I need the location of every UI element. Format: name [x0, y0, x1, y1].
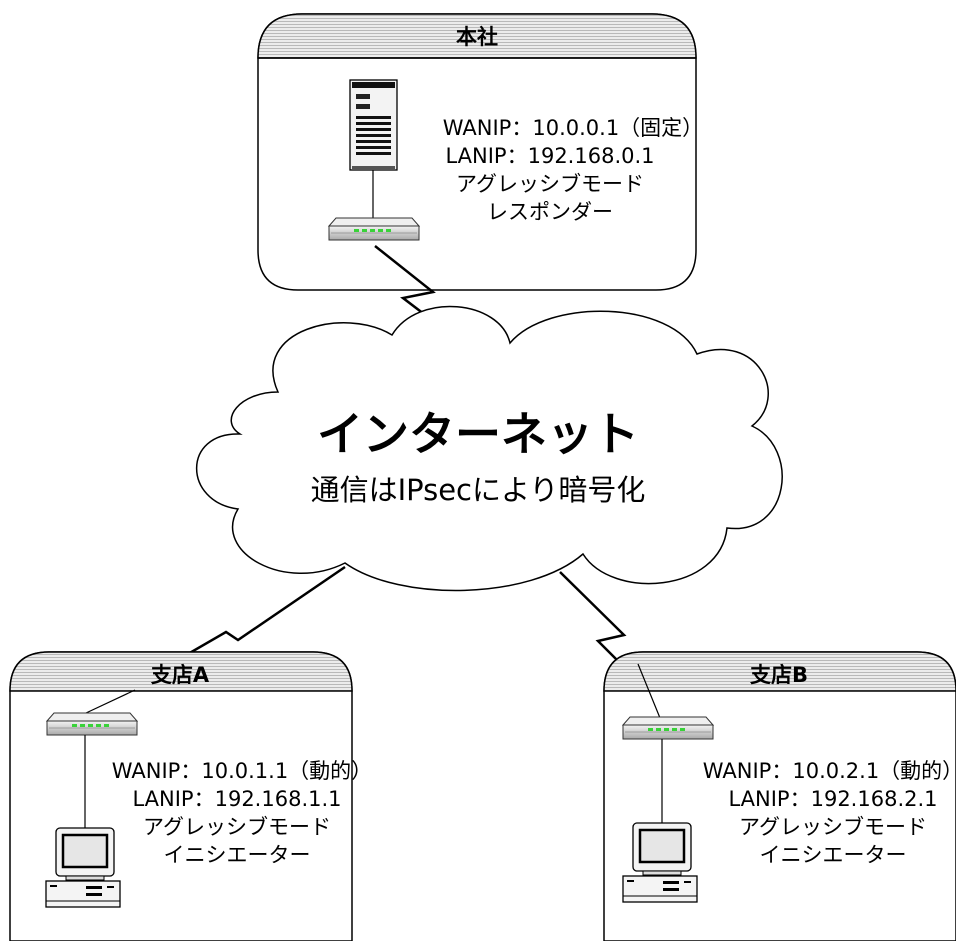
hq-wan-ip: WANIP：10.0.0.1（固定） — [443, 116, 703, 140]
branch-b-panel: 支店B WANIP：10.0.2.1（動的） LANIP：192.168.2. — [603, 651, 956, 941]
hq-title: 本社 — [456, 25, 498, 49]
hq-role: レスポンダー — [487, 200, 613, 224]
hq-panel: 本社 WANIP：10.0.0.1（ — [257, 13, 703, 291]
branch-b-wan-ip: WANIP：10.0.2.1（動的） — [703, 759, 956, 783]
branch-a-panel-header — [9, 651, 353, 692]
cloud-title: インターネット — [317, 407, 639, 461]
router-icon — [45, 712, 139, 736]
hq-mode: アグレッシブモード — [456, 172, 644, 196]
branch-a-wan-ip: WANIP：10.0.1.1（動的） — [112, 759, 372, 783]
branch-a-title: 支店A — [151, 663, 210, 687]
branch-b-panel-header — [603, 651, 956, 692]
cloud-shape: インターネット 通信はIPsecにより暗号化 — [195, 305, 783, 592]
server-icon — [349, 79, 398, 171]
branch-b-mode: アグレッシブモード — [739, 815, 927, 839]
branch-a-role: イニシエーター — [164, 843, 311, 867]
router-icon — [327, 217, 421, 241]
branch-b-role: イニシエーター — [760, 843, 907, 867]
hq-panel-header — [257, 13, 697, 59]
hq-lan-ip: LANIP：192.168.0.1 — [445, 144, 654, 168]
cloud-subtitle: 通信はIPsecにより暗号化 — [311, 473, 646, 507]
branch-b-lan-ip: LANIP：192.168.2.1 — [728, 787, 937, 811]
branch-a-panel: 支店A WANIP：10.0.1.1（動的） LANIP：192.168.1. — [9, 651, 372, 941]
branch-a-mode: アグレッシブモード — [143, 815, 331, 839]
branch-a-lan-ip: LANIP：192.168.1.1 — [132, 787, 341, 811]
desktop-pc-icon — [45, 827, 121, 908]
router-icon — [621, 716, 715, 740]
internet-cloud — [195, 305, 783, 592]
branch-b-title: 支店B — [750, 663, 808, 687]
desktop-pc-icon — [622, 822, 698, 903]
